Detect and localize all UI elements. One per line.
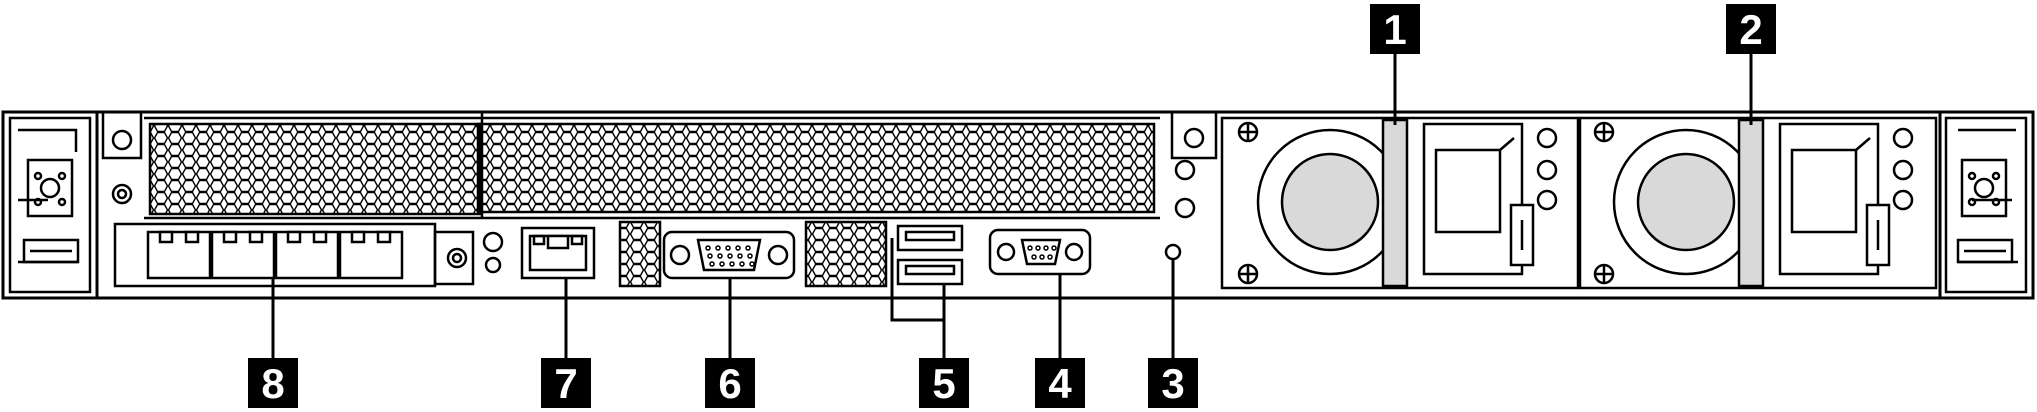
usb-ports	[896, 224, 964, 286]
callout-8: 8	[248, 358, 298, 408]
management-ethernet-port	[520, 226, 596, 280]
callout-3: 3	[1148, 358, 1198, 408]
serial-port	[988, 228, 1092, 276]
callout-5-label: 5	[932, 360, 955, 407]
rear-panel-screws	[101, 110, 1218, 274]
left-rack-handle	[8, 116, 92, 294]
callout-7: 7	[541, 358, 591, 408]
chassis	[1, 110, 2035, 300]
ethernet-adapter	[113, 222, 475, 288]
power-supply-1	[1220, 116, 1580, 290]
callout-2-label: 2	[1739, 6, 1762, 53]
right-rack-handle	[1944, 116, 2028, 294]
nmi-button	[1164, 243, 1182, 261]
callout-1: 1	[1370, 4, 1420, 54]
power-supply-2	[1578, 116, 1938, 290]
callout-8-label: 8	[261, 360, 284, 407]
callout-6-label: 6	[718, 360, 741, 407]
vga-port	[662, 230, 796, 280]
callout-4-label: 4	[1048, 360, 1072, 407]
ethernet-adapter-ports	[146, 230, 404, 280]
callout-4: 4	[1035, 358, 1085, 408]
callout-6: 6	[705, 358, 755, 408]
callout-1-label: 1	[1383, 6, 1406, 53]
vent-grilles	[144, 112, 1160, 288]
callout-7-label: 7	[554, 360, 577, 407]
callout-5: 5	[919, 358, 969, 408]
callout-2: 2	[1726, 4, 1776, 54]
callout-3-label: 3	[1161, 360, 1184, 407]
leader-lines	[271, 50, 1753, 360]
